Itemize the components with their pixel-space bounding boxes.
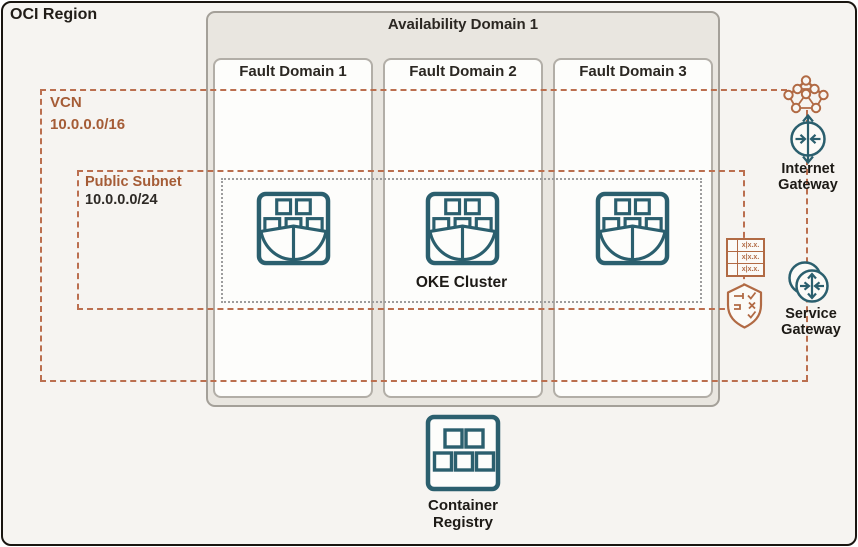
oke-node-icon: [256, 191, 331, 266]
network-mesh-icon: [783, 75, 829, 114]
gateway-connector-line: [806, 110, 808, 381]
availability-domain-title: Availability Domain 1: [387, 16, 539, 33]
route-table-row: x|x.x.: [728, 264, 763, 275]
internet-gateway-label: Internet Gateway: [778, 161, 838, 194]
service-gateway-label: Service Gateway: [781, 306, 841, 339]
public-subnet-label: Public Subnet: [85, 174, 182, 190]
route-table-entry: x|x.x.: [741, 242, 760, 249]
vcn-border-bottom: [40, 380, 808, 382]
route-table-row: x|x.x.: [728, 252, 763, 264]
route-table-entry: x|x.x.: [741, 266, 760, 273]
route-table-entry: x|x.x.: [741, 254, 760, 261]
internet-gateway-icon: [790, 113, 826, 165]
route-table-icon: x|x.x. x|x.x. x|x.x.: [726, 238, 765, 277]
fault-domain-2-title: Fault Domain 2: [409, 63, 517, 80]
route-table-row: x|x.x.: [728, 240, 763, 252]
oke-node-icon: [595, 191, 670, 266]
vcn-border-top: [40, 89, 787, 91]
oke-node-icon: [425, 191, 500, 266]
security-list-icon: [726, 283, 763, 329]
vcn-border-left: [40, 89, 42, 381]
fault-domain-1-title: Fault Domain 1: [239, 63, 347, 80]
container-registry-label: Container Registry: [427, 497, 498, 531]
public-subnet-cidr: 10.0.0.0/24: [85, 192, 158, 208]
vcn-label: VCN: [50, 94, 82, 111]
container-registry-icon: [425, 414, 501, 492]
vcn-cidr: 10.0.0.0/16: [50, 116, 126, 133]
oke-cluster-label: OKE Cluster: [415, 274, 508, 291]
oci-region-title: OCI Region: [10, 6, 98, 23]
fault-domain-3-title: Fault Domain 3: [579, 63, 687, 80]
oke-cluster-boundary: [221, 178, 702, 303]
service-gateway-icon: [788, 261, 829, 303]
